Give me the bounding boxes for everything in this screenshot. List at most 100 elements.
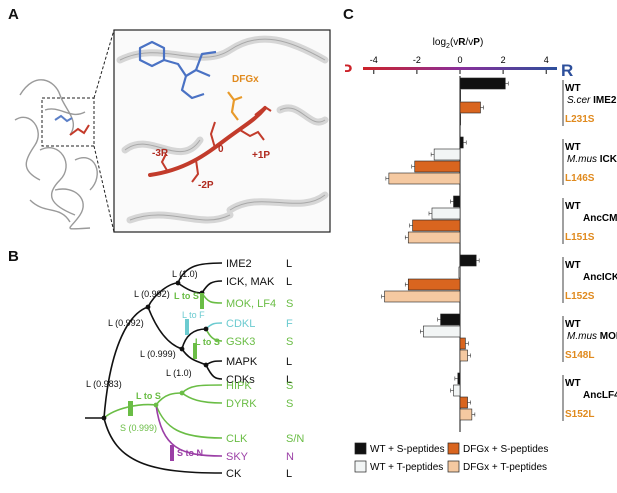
- transition-label-sky: S to N: [177, 448, 203, 458]
- group-mutant-label: S148L: [565, 350, 594, 361]
- bar-wt_s-0: [459, 77, 506, 90]
- bar-dfgx_s-1: [414, 160, 461, 173]
- group-kinase-label: AncLF4: [583, 390, 617, 401]
- tree-leaf-9: CLK: [226, 433, 248, 445]
- transition-bar-sky: [170, 445, 174, 461]
- tree-leaf-residue-8: S: [286, 398, 293, 410]
- bar-wt_t-0: [459, 89, 461, 102]
- legend-swatch-wt_s: [354, 442, 367, 455]
- x-tick-label: -2: [413, 55, 421, 65]
- dfgx-residue: [227, 91, 243, 121]
- tree-leaf-4: GSK3: [226, 336, 255, 348]
- group-wt-label: WT: [565, 319, 581, 330]
- transition-bar-gsk3: [193, 343, 197, 359]
- label-minus-3r: -3R: [152, 148, 169, 159]
- panel-a-structure: DFGx -3R 0 +1P -2P: [14, 29, 331, 233]
- zoom-line-top: [93, 29, 115, 99]
- bar-dfgx_t-2: [407, 231, 461, 244]
- panel-c-letter: C: [343, 6, 354, 23]
- bar-wt_t-5: [453, 384, 461, 397]
- transition-label-mok: L to S: [174, 291, 199, 301]
- branch-label-gsk3: L (0.999): [140, 349, 176, 359]
- tree-leaf-residue-9: S/N: [286, 433, 304, 445]
- group-kinase-label: S.cer IME2: [567, 95, 617, 106]
- label-zero: 0: [218, 144, 224, 155]
- bar-wt_t-4: [423, 325, 461, 338]
- legend-swatch-dfgx_t: [447, 460, 460, 473]
- transition-bar-mok: [200, 293, 204, 309]
- branch-label-cdk-clade: L (0.992): [108, 318, 144, 328]
- transition-bar-hipk: [128, 401, 133, 416]
- transition-bar-cdkl: [185, 319, 189, 335]
- group-wt-label: WT: [565, 378, 581, 389]
- group-mutant-label: S152L: [565, 409, 594, 420]
- transition-label-cdkl: L to F: [182, 310, 205, 320]
- group-kinase-label: AncICK: [583, 272, 617, 283]
- panel-b-tree: L (1.0) L (0.992) L (0.992) L (0.999) L …: [85, 258, 304, 480]
- p-to-r-gradient-axis: [363, 67, 557, 70]
- r-end-label: R: [561, 61, 573, 80]
- tree-leaf-8: DYRK: [226, 398, 257, 410]
- bar-dfgx_t-4: [459, 349, 468, 362]
- tree-leaf-residue-2: S: [286, 298, 293, 310]
- tree-leaf-residue-1: L: [286, 276, 292, 288]
- tree-leaf-7: HIPK: [226, 380, 252, 392]
- tree-leaf-3: CDKL: [226, 318, 255, 330]
- x-tick-label: 4: [544, 55, 549, 65]
- tree-leaf-residue-4: S: [286, 336, 293, 348]
- label-minus-2p: -2P: [198, 180, 214, 191]
- bar-dfgx_s-4: [459, 337, 466, 350]
- axis-title: log2(vR/vP): [433, 37, 484, 50]
- bar-wt_s-5: [457, 372, 461, 385]
- group-mutant-label: L146S: [565, 173, 595, 184]
- x-tick-label: -4: [370, 55, 378, 65]
- tree-leaf-10: SKY: [226, 451, 249, 463]
- branch-label-mapk: L (1.0): [166, 368, 192, 378]
- protein-overview-ribbon: [14, 79, 98, 230]
- bar-wt_t-1: [433, 148, 461, 161]
- legend-swatch-wt_t: [354, 460, 367, 473]
- zoomed-ribbon-outlines: [119, 38, 326, 221]
- legend-label-wt_t: WT + T-peptides: [370, 462, 443, 473]
- bar-wt_s-3: [459, 254, 477, 267]
- group-wt-label: WT: [565, 201, 581, 212]
- tree-leaf-residue-7: S: [286, 380, 293, 392]
- zoom-line-bottom: [93, 145, 115, 233]
- group-mutant-label: L151S: [565, 232, 595, 243]
- bar-wt_t-3: [458, 266, 461, 279]
- bar-dfgx_t-3: [384, 290, 461, 303]
- group-kinase-label: M.mus ICK: [567, 154, 617, 165]
- branch-label-top: L (0.992): [134, 289, 170, 299]
- group-mutant-label: L152S: [565, 291, 595, 302]
- group-wt-label: WT: [565, 142, 581, 153]
- tree-leaf-residue-3: F: [286, 318, 293, 330]
- bar-dfgx_t-0: [459, 113, 461, 126]
- tree-leaf-residue-6: L: [286, 374, 292, 386]
- tree-leaf-2: MOK, LF4: [226, 298, 276, 310]
- branch-label-hipk-clade: S (0.999): [120, 423, 157, 433]
- atp-ligand: [138, 40, 217, 100]
- tree-leaf-11: CK: [226, 468, 242, 480]
- label-plus-1p: +1P: [252, 150, 270, 161]
- bar-dfgx_s-5: [459, 396, 468, 409]
- dfgx-label: DFGx: [232, 74, 259, 85]
- x-tick-label: 0: [457, 55, 462, 65]
- bar-wt_s-4: [440, 313, 461, 326]
- tree-leaf-residue-0: L: [286, 258, 292, 270]
- tree-leaf-5: MAPK: [226, 356, 258, 368]
- panel-a-letter: A: [8, 6, 19, 23]
- tree-leaf-0: IME2: [226, 258, 252, 270]
- x-tick-label: 2: [501, 55, 506, 65]
- group-wt-label: WT: [565, 83, 581, 94]
- legend-label-dfgx_s: DFGx + S-peptides: [463, 444, 548, 455]
- bar-dfgx_s-3: [407, 278, 461, 291]
- p-end-label: P: [345, 61, 352, 80]
- bar-dfgx_s-2: [412, 219, 461, 232]
- legend-label-wt_s: WT + S-peptides: [370, 444, 445, 455]
- group-kinase-label: AncCMGI: [583, 213, 617, 224]
- tree-leaf-1: ICK, MAK: [226, 276, 275, 288]
- group-mutant-label: L231S: [565, 114, 595, 125]
- bar-dfgx_t-5: [459, 408, 473, 421]
- bar-wt_t-2: [431, 207, 461, 220]
